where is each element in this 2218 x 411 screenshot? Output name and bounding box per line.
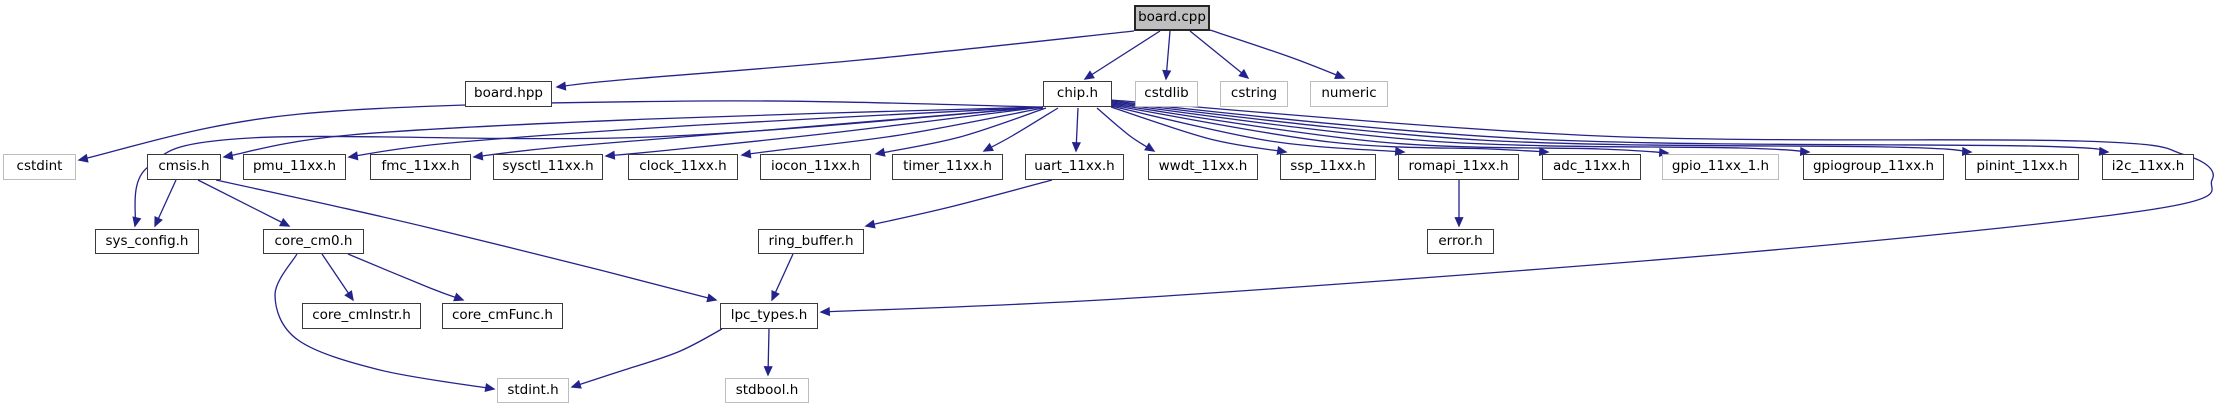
node-label: board.cpp [1138, 9, 1206, 26]
node-label: core_cm0.h [274, 232, 353, 249]
node-label: gpiogroup_11xx.h [1812, 158, 1935, 175]
node-label: uart_11xx.h [1034, 158, 1115, 175]
node-label: cstring [1230, 85, 1278, 102]
node-label: clock_11xx.h [639, 158, 727, 175]
edge-chip_h-to-lpc_types_h [819, 99, 2214, 317]
node-ssp_11xx_h[interactable]: ssp_11xx.h [1280, 154, 1376, 180]
node-numeric: numeric [1310, 81, 1388, 107]
edge-chip_h-to-timer_11xx_h [982, 107, 1059, 152]
node-clock_11xx_h[interactable]: clock_11xx.h [628, 154, 738, 180]
edge-chip_h-to-cmsis_h [222, 106, 1044, 160]
node-label: fmc_11xx.h [381, 158, 460, 175]
node-board_cpp: board.cpp [1134, 5, 1210, 31]
node-label: pmu_11xx.h [252, 158, 337, 175]
edge-chip_h-to-sysctl_11xx_h [604, 106, 1044, 160]
edge-core_cm0_h-to-core_cminstr_h [321, 253, 354, 302]
node-label: error.h [1438, 232, 1483, 249]
node-label: chip.h [1056, 85, 1099, 102]
edge-uart_11xx_h-to-ring_buffer_h [864, 179, 1053, 229]
node-label: cmsis.h [158, 158, 210, 175]
edge-chip_h-to-pinint_11xx_h [1110, 101, 1973, 157]
node-label: core_cmFunc.h [452, 307, 553, 324]
node-label: adc_11xx.h [1552, 158, 1631, 175]
edge-chip_h-to-clock_11xx_h [740, 107, 1044, 159]
node-sys_config_h[interactable]: sys_config.h [95, 229, 199, 254]
edge-board_cpp-to-cstdlib [1162, 30, 1172, 81]
node-i2c_11xx_h[interactable]: i2c_11xx.h [2102, 154, 2194, 180]
node-gpiogroup_11xx_h[interactable]: gpiogroup_11xx.h [1803, 154, 1944, 180]
node-label: iocon_11xx.h [770, 158, 860, 175]
node-label: board.hpp [474, 85, 543, 102]
edge-chip_h-to-cstdint [77, 100, 1044, 163]
edge-chip_h-to-wwdt_11xx_h [1096, 107, 1156, 152]
edge-chip_h-to-i2c_11xx_h [1110, 100, 2110, 156]
node-core_cm0_h[interactable]: core_cm0.h [263, 229, 364, 254]
node-sysctl_11xx_h[interactable]: sysctl_11xx.h [493, 154, 603, 180]
edge-core_cm0_h-to-stdint_h [274, 253, 496, 393]
node-cstring: cstring [1220, 81, 1288, 107]
edge-lpc_types_h-to-stdbool_h [763, 328, 773, 377]
node-label: wwdt_11xx.h [1158, 158, 1248, 175]
node-label: numeric [1321, 85, 1377, 102]
node-label: cstdlib [1144, 85, 1189, 102]
edge-core_cm0_h-to-core_cmfunc_h [347, 253, 465, 302]
node-cstdlib: cstdlib [1135, 81, 1198, 107]
node-romapi_11xx_h[interactable]: romapi_11xx.h [1398, 154, 1519, 180]
node-error_h[interactable]: error.h [1427, 229, 1494, 254]
edge-cmsis_h-to-sys_config_h [154, 179, 177, 228]
edge-chip_h-to-romapi_11xx_h [1110, 105, 1406, 156]
node-chip_h[interactable]: chip.h [1043, 81, 1112, 107]
node-stdbool_h: stdbool.h [725, 378, 809, 403]
node-label: pinint_11xx.h [1976, 158, 2068, 175]
node-label: gpio_11xx_1.h [1671, 158, 1770, 175]
edge-cmsis_h-to-lpc_types_h [215, 179, 718, 303]
node-uart_11xx_h[interactable]: uart_11xx.h [1025, 154, 1124, 180]
node-adc_11xx_h[interactable]: adc_11xx.h [1542, 154, 1641, 180]
node-timer_11xx_h[interactable]: timer_11xx.h [892, 154, 1003, 180]
node-cmsis_h[interactable]: cmsis.h [147, 154, 221, 180]
node-label: stdbool.h [735, 381, 799, 398]
node-fmc_11xx_h[interactable]: fmc_11xx.h [370, 154, 471, 180]
edge-board_cpp-to-cstring [1189, 30, 1250, 79]
node-label: romapi_11xx.h [1408, 158, 1509, 175]
edge-board_cpp-to-board_hpp [555, 30, 1135, 91]
edge-chip_h-to-ssp_11xx_h [1110, 106, 1288, 156]
node-label: core_cmInstr.h [312, 307, 411, 324]
node-wwdt_11xx_h[interactable]: wwdt_11xx.h [1148, 154, 1258, 180]
edge-board_cpp-to-chip_h [1083, 30, 1161, 80]
node-label: ring_buffer.h [768, 232, 854, 249]
edge-chip_h-to-gpio_11xx_1_h [1110, 103, 1670, 158]
node-lpc_types_h[interactable]: lpc_types.h [720, 303, 818, 329]
edge-chip_h-to-uart_11xx_h [1071, 107, 1081, 153]
node-label: timer_11xx.h [903, 158, 992, 175]
node-pmu_11xx_h[interactable]: pmu_11xx.h [243, 154, 346, 180]
node-label: stdint.h [507, 381, 559, 398]
edge-chip_h-to-adc_11xx_h [1110, 104, 1550, 157]
node-board_hpp[interactable]: board.hpp [465, 81, 552, 107]
node-label: cstdint [16, 158, 63, 175]
node-pinint_11xx_h[interactable]: pinint_11xx.h [1965, 154, 2079, 180]
node-iocon_11xx_h[interactable]: iocon_11xx.h [760, 154, 871, 180]
edge-cmsis_h-to-core_cm0_h [197, 179, 291, 227]
node-core_cminstr_h[interactable]: core_cmInstr.h [302, 303, 421, 329]
node-gpio_11xx_1_h: gpio_11xx_1.h [1662, 154, 1779, 180]
edge-chip_h-to-gpiogroup_11xx_h [1110, 102, 1811, 157]
edge-chip_h-to-pmu_11xx_h [347, 106, 1044, 161]
edge-chip_h-to-iocon_11xx_h [874, 107, 1047, 157]
node-ring_buffer_h[interactable]: ring_buffer.h [758, 229, 864, 254]
edge-ring_buffer_h-to-lpc_types_h [771, 253, 794, 302]
edge-board_cpp-to-numeric [1209, 29, 1346, 80]
node-cstdint: cstdint [3, 154, 76, 180]
node-label: i2c_11xx.h [2111, 158, 2185, 175]
node-label: lpc_types.h [730, 307, 808, 324]
node-label: sys_config.h [105, 232, 189, 249]
node-stdint_h: stdint.h [497, 378, 569, 403]
node-label: sysctl_11xx.h [502, 158, 594, 175]
node-label: ssp_11xx.h [1290, 158, 1366, 175]
node-core_cmfunc_h[interactable]: core_cmFunc.h [442, 303, 563, 329]
edge-lpc_types_h-to-stdint_h [570, 328, 723, 389]
